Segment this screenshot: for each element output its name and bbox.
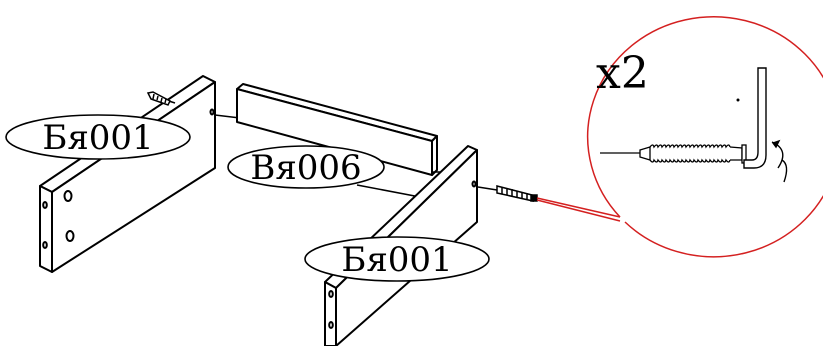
hex-key-icon [736,67,788,183]
left-panel-hole [65,230,75,242]
right-panel-hole [328,290,334,298]
detail-callout [536,16,823,258]
right-panel-hole [328,321,334,329]
back-panel-end-face [431,135,438,176]
right-panel-hole [471,180,477,188]
left-panel-hole [209,108,215,116]
part-label-left: Бя001 [5,114,191,160]
callout-pointer-line [536,199,621,222]
part-code-left: Бя001 [42,118,153,158]
left-panel-hole [42,241,48,249]
right-panel-end-face [324,281,337,346]
left-panel-face [51,81,216,273]
left-panel-end-face [39,185,53,273]
guide-line [356,184,421,198]
part-label-right: Бя001 [304,236,490,282]
part-label-back: Вя006 [227,145,385,189]
screw-right [477,185,538,202]
back-panel [236,83,438,176]
confirmat-screw-icon [600,144,747,164]
part-code-back: Вя006 [250,148,361,188]
left-side-panel [39,75,216,273]
screw-left [146,91,176,106]
callout-pointer-line [536,197,621,218]
left-panel-hole [63,190,73,202]
callout-circle [586,16,823,258]
quantity-label: x2 [596,48,649,99]
part-code-right: Бя001 [341,240,452,280]
left-panel-hole [42,201,48,209]
guide-line [214,114,241,119]
